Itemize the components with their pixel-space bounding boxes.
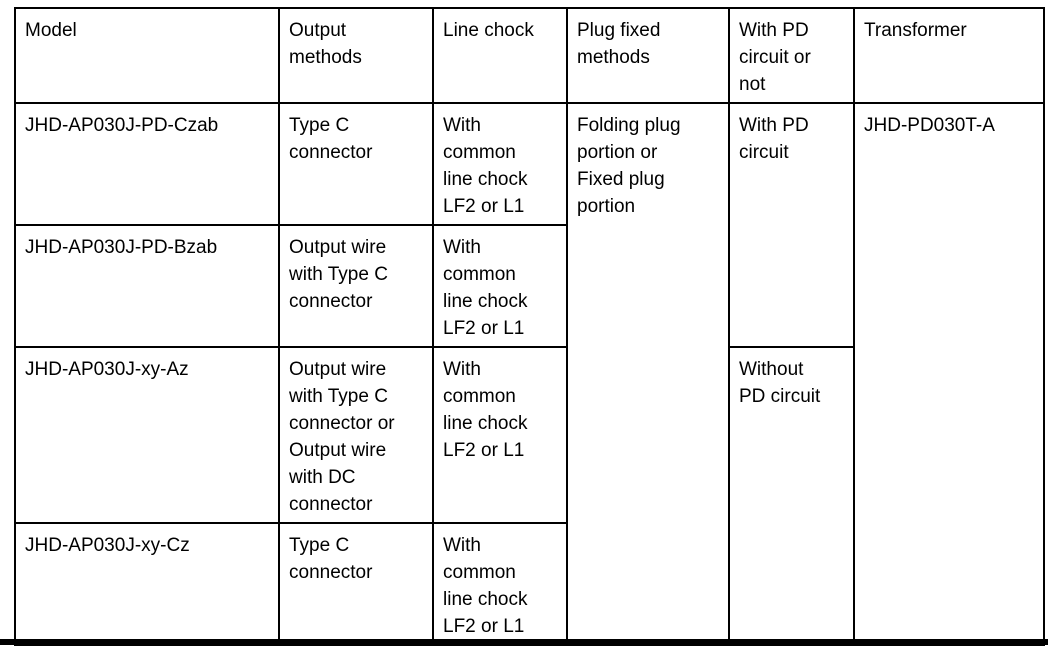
line-chock-cell: With common line chock LF2 or L1 <box>432 522 568 646</box>
model-spec-table: Model Output methods Line chock Plug fix… <box>14 7 1045 646</box>
line-chock-cell: With common line chock LF2 or L1 <box>432 346 568 524</box>
without-pd-circuit-cell: Without PD circuit <box>728 346 855 646</box>
header-pd-circuit-or-not: With PD circuit or not <box>728 7 855 104</box>
table-row: JHD-AP030J-xy-Cz Type C connector With c… <box>14 522 1044 646</box>
output-methods-cell: Type C connector <box>278 522 434 646</box>
table-row: JHD-AP030J-PD-Bzab Output wire with Type… <box>14 224 1044 348</box>
line-chock-cell: With common line chock LF2 or L1 <box>432 102 568 226</box>
line-chock-cell: With common line chock LF2 or L1 <box>432 224 568 348</box>
header-output-methods: Output methods <box>278 7 434 104</box>
header-plug-fixed-methods: Plug fixed methods <box>566 7 730 104</box>
output-methods-cell: Type C connector <box>278 102 434 226</box>
header-transformer: Transformer <box>853 7 1045 104</box>
output-methods-cell: Output wire with Type C connector <box>278 224 434 348</box>
with-pd-circuit-cell: With PD circuit <box>728 102 855 348</box>
table-row: JHD-AP030J-PD-Czab Type C connector With… <box>14 102 1045 646</box>
model-cell: JHD-AP030J-PD-Czab <box>14 102 280 226</box>
transformer-cell: JHD-PD030T-A <box>853 102 1045 646</box>
plug-fixed-methods-cell: Folding plug portion or Fixed plug porti… <box>566 102 730 646</box>
model-cell: JHD-AP030J-xy-Az <box>14 346 280 524</box>
header-line-chock: Line chock <box>432 7 568 104</box>
model-cell: JHD-AP030J-PD-Bzab <box>14 224 280 348</box>
header-row: Model Output methods Line chock Plug fix… <box>14 7 1045 104</box>
model-cell: JHD-AP030J-xy-Cz <box>14 522 280 646</box>
output-methods-cell: Output wire with Type C connector or Out… <box>278 346 434 524</box>
header-model: Model <box>14 7 280 104</box>
page-bottom-rule <box>0 639 1048 645</box>
